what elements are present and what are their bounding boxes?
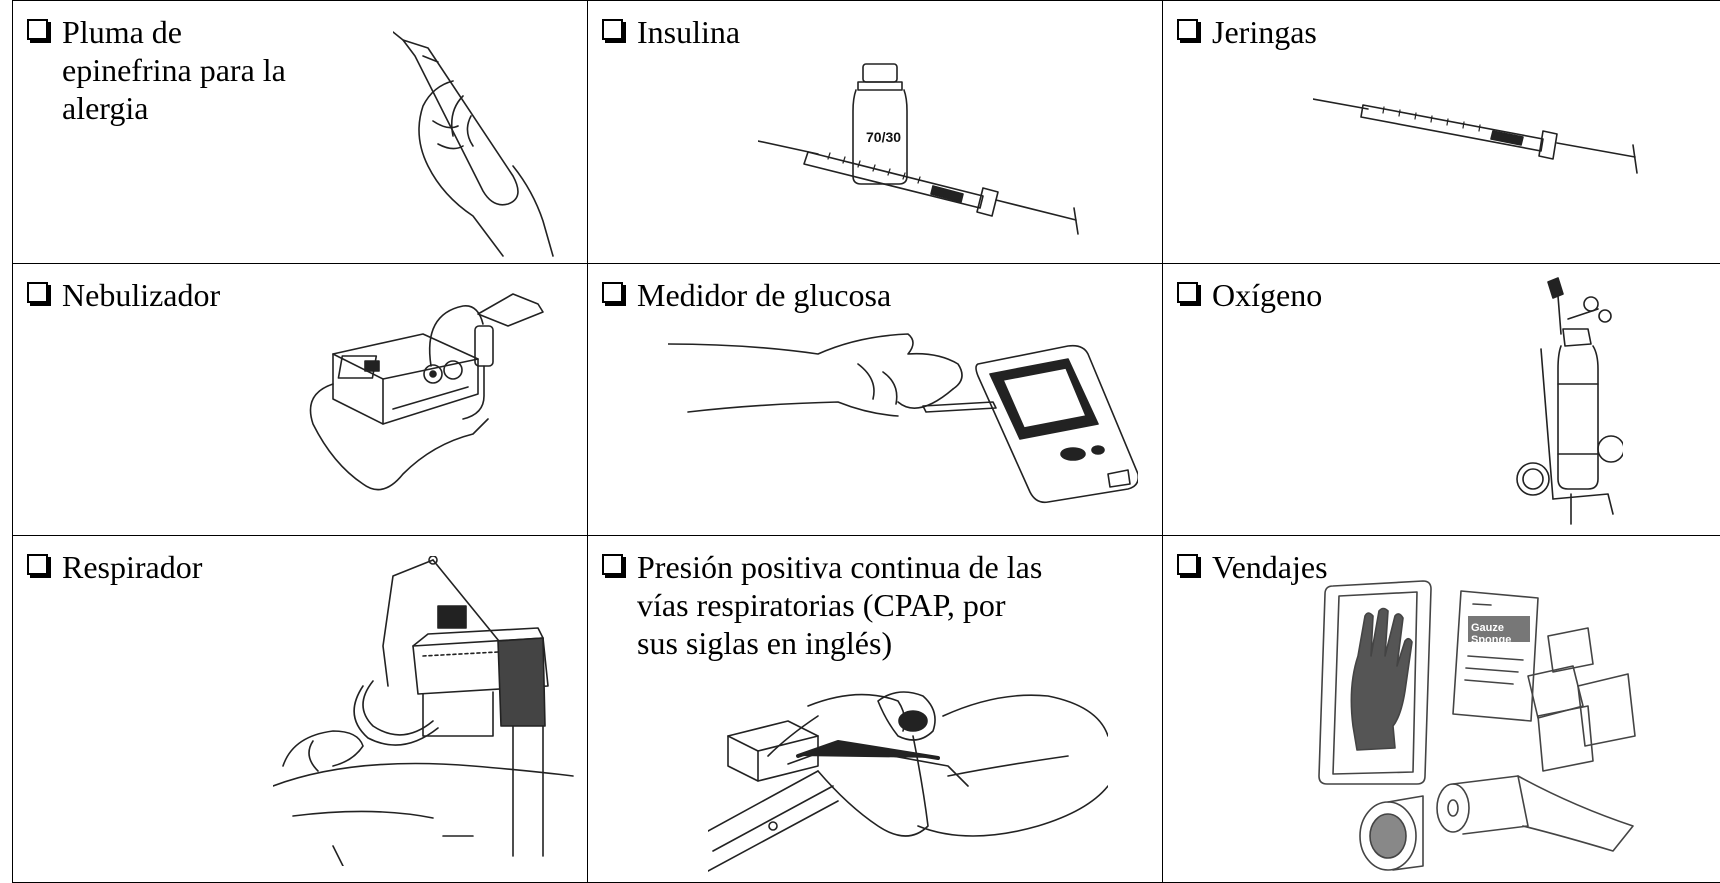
cell-epinephrine-pen: Pluma de epinefrina para la alergia bbox=[13, 1, 588, 264]
checkbox[interactable] bbox=[1177, 282, 1198, 303]
checkbox[interactable] bbox=[602, 554, 623, 575]
checkbox[interactable] bbox=[27, 554, 48, 575]
cell-respirator: Respirador bbox=[13, 536, 588, 883]
item-label: Nebulizador bbox=[62, 276, 220, 314]
oxygen-tank-icon bbox=[1513, 274, 1623, 529]
respirator-icon bbox=[273, 556, 583, 866]
cell-cpap: Presión positiva continua de las vías re… bbox=[588, 536, 1163, 883]
gauze-package-label: Gauze Sponge bbox=[1471, 622, 1531, 646]
item-label: Vendajes bbox=[1212, 548, 1328, 586]
item-label: Presión positiva continua de las vías re… bbox=[637, 548, 1050, 662]
cell-bandages: Vendajes bbox=[1163, 536, 1720, 883]
item-label: Respirador bbox=[62, 548, 202, 586]
checkbox[interactable] bbox=[27, 282, 48, 303]
cell-nebulizer: Nebulizador bbox=[13, 264, 588, 536]
checkbox[interactable] bbox=[602, 282, 623, 303]
item-label: Pluma de epinefrina para la alergia bbox=[62, 13, 315, 127]
bandages-icon bbox=[1313, 576, 1673, 876]
cell-glucose-meter: Medidor de glucosa bbox=[588, 264, 1163, 536]
checkbox[interactable] bbox=[1177, 554, 1198, 575]
item-label: Jeringas bbox=[1212, 13, 1317, 51]
cell-syringes: Jeringas bbox=[1163, 1, 1720, 264]
vial-label: 70/30 bbox=[866, 129, 901, 145]
epinephrine-pen-icon bbox=[393, 26, 583, 261]
insulin-vial-icon bbox=[758, 56, 1098, 256]
checkbox[interactable] bbox=[27, 19, 48, 40]
nebulizer-icon bbox=[303, 284, 573, 524]
glucose-meter-icon bbox=[668, 324, 1138, 524]
cell-oxygen: Oxígeno bbox=[1163, 264, 1720, 536]
item-label: Oxígeno bbox=[1212, 276, 1322, 314]
checkbox[interactable] bbox=[602, 19, 623, 40]
cpap-icon bbox=[708, 676, 1108, 881]
item-label: Insulina bbox=[637, 13, 740, 51]
syringe-icon bbox=[1313, 91, 1653, 191]
item-label: Medidor de glucosa bbox=[637, 276, 891, 314]
supply-checklist-table: Pluma de epinefrina para la alergia bbox=[12, 0, 1720, 883]
checkbox[interactable] bbox=[1177, 19, 1198, 40]
cell-insulin: Insulina bbox=[588, 1, 1163, 264]
